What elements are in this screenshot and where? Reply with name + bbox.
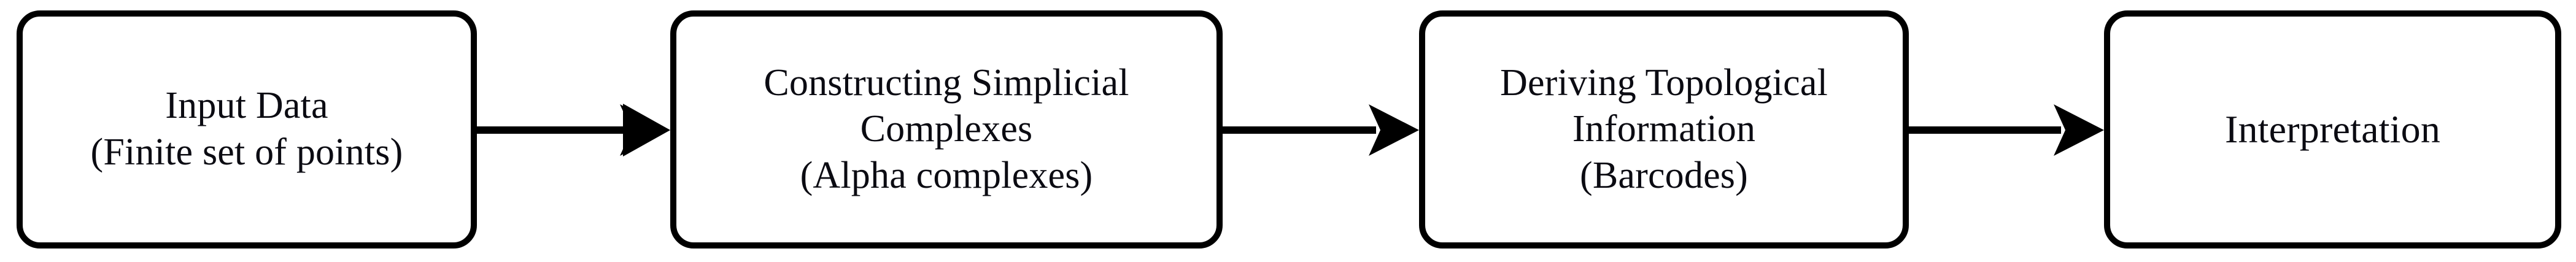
flow-arrow-input-to-complexes	[477, 102, 670, 158]
arrow-right-icon	[1909, 104, 2104, 156]
flow-node-input-data[interactable]: Input Data (Finite set of points)	[17, 10, 477, 249]
flow-node-label: Input Data (Finite set of points)	[90, 85, 403, 173]
arrow-right-icon	[477, 104, 670, 156]
flow-node-interpretation[interactable]: Interpretation	[2104, 10, 2561, 249]
flow-node-label: Deriving Topological Information (Barcod…	[1499, 61, 1828, 196]
flow-arrow-complexes-to-topological-information	[1223, 102, 1419, 158]
arrow-right-icon	[1223, 104, 1419, 156]
flow-arrow-information-to-interpretation	[1909, 102, 2104, 158]
flow-node-label: Constructing Simplicial Complexes (Alpha…	[764, 61, 1129, 196]
flow-node-constructing-simplicial-complexes[interactable]: Constructing Simplicial Complexes (Alpha…	[670, 10, 1223, 249]
flow-node-label: Interpretation	[2224, 107, 2441, 151]
flow-node-deriving-topological-information[interactable]: Deriving Topological Information (Barcod…	[1419, 10, 1909, 249]
